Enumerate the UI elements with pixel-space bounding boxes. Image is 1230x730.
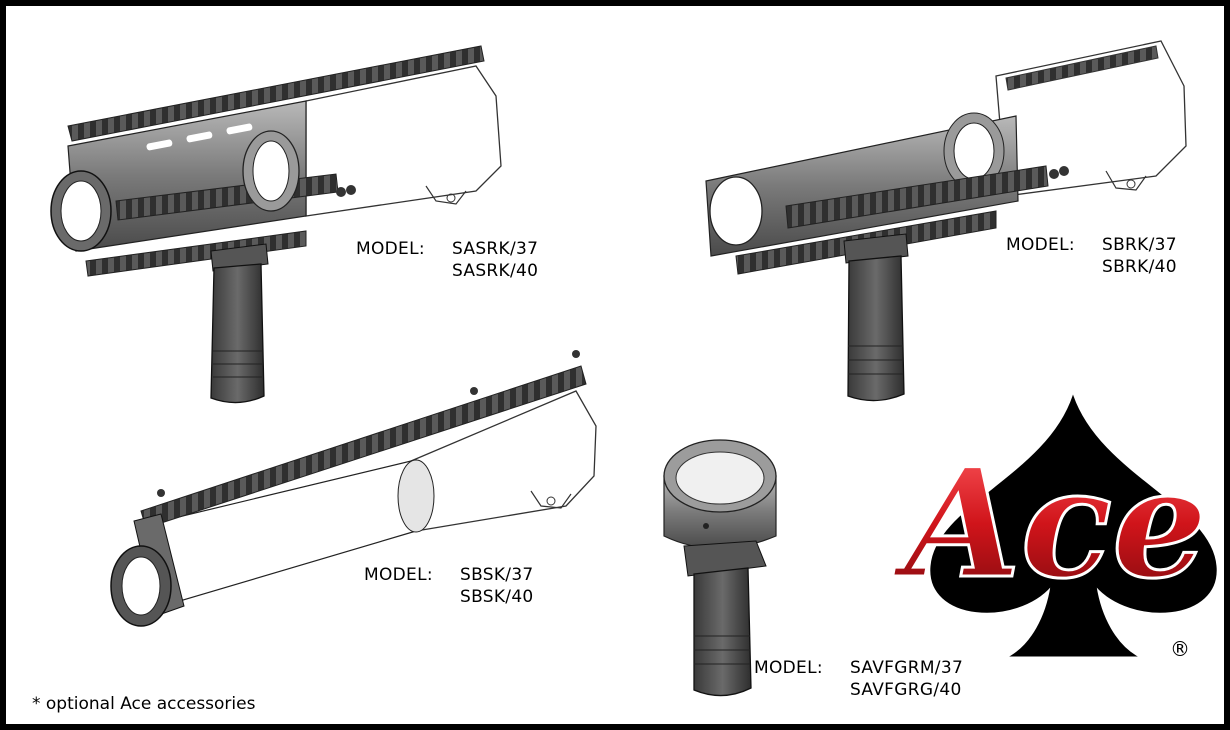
model-label: MODEL: bbox=[356, 239, 425, 259]
model-code-37: SBSK/37 bbox=[460, 565, 534, 585]
savfgrm-grip-drawing bbox=[663, 439, 777, 697]
ace-logo: Ace bbox=[891, 394, 1217, 657]
registered-mark: ® bbox=[1170, 637, 1190, 661]
product-illustrations: Ace bbox=[50, 40, 1217, 697]
model-code-40: SASRK/40 bbox=[452, 261, 539, 281]
sasrk-launcher-drawing bbox=[50, 45, 502, 404]
sbrk-launcher-drawing bbox=[705, 40, 1187, 402]
model-code-37: SAVFGRM/37 bbox=[850, 658, 964, 678]
model-label: MODEL: bbox=[364, 565, 433, 585]
model-code-40: SBRK/40 bbox=[1102, 257, 1177, 277]
model-code-40: SBSK/40 bbox=[460, 587, 534, 607]
model-code-37: SBRK/37 bbox=[1102, 235, 1177, 255]
catalog-panel: Ace MODEL: SASRK/37 SASRK/40 MODEL: SBRK… bbox=[6, 6, 1224, 724]
model-code-40: SAVFGRG/40 bbox=[850, 680, 962, 700]
model-code-37: SASRK/37 bbox=[452, 239, 539, 259]
model-label: MODEL: bbox=[754, 658, 823, 678]
model-label: MODEL: bbox=[1006, 235, 1075, 255]
sbsk-launcher-drawing bbox=[110, 350, 597, 627]
ace-logo-text: Ace bbox=[892, 436, 1207, 612]
accessories-footnote: * optional Ace accessories bbox=[32, 694, 256, 714]
